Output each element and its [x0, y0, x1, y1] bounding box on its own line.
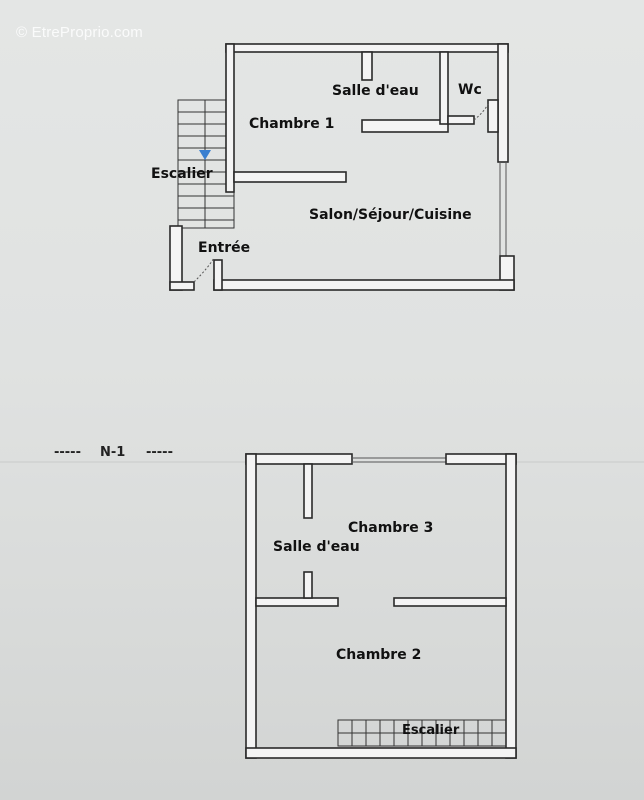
separator-dashes-left: ----- [54, 445, 81, 460]
level-0-plan [169, 43, 515, 291]
room-label-wc: Wc [458, 82, 482, 98]
room-label-escalier-n-1: Escalier [402, 723, 460, 738]
stair-direction-arrow-icon [199, 150, 211, 160]
separator-dashes-right: ----- [146, 445, 173, 460]
room-label-chambre-3: Chambre 3 [348, 520, 433, 536]
room-label-chambre-1: Chambre 1 [249, 116, 334, 132]
room-label-escalier: Escalier [151, 166, 213, 182]
level-minus-1-staircase [337, 719, 507, 747]
room-label-entree: Entrée [198, 240, 250, 256]
room-label-salle-eau: Salle d'eau [332, 83, 419, 99]
room-label-salon-sejour-cuisine: Salon/Séjour/Cuisine [309, 207, 472, 223]
level-minus-1-plan [245, 453, 517, 759]
watermark-text: © EtreProprio.com [16, 24, 143, 41]
room-label-chambre-2: Chambre 2 [336, 647, 421, 663]
room-label-salle-eau-n-1: Salle d'eau [273, 539, 360, 555]
level-label-n-1: N-1 [100, 445, 125, 460]
